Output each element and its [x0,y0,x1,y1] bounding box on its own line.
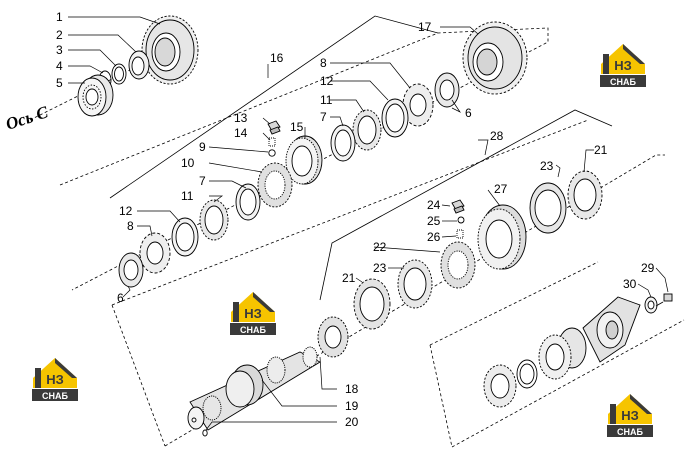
callout-27: 27 [494,182,508,196]
spring-part-14 [268,137,276,147]
callout-21-upper: 21 [594,143,608,157]
callout-14: 14 [234,126,248,140]
brand-logo-bottom-right: НЗ СНАБ [605,392,655,438]
callout-18: 18 [345,382,359,396]
ring-part-lower-right [516,359,538,389]
bottom-right-assembly [483,293,673,408]
brand-logo-left: НЗ СНАБ [30,356,80,402]
callout-15: 15 [290,120,304,134]
key-part-24 [451,199,465,214]
callout-10: 10 [181,156,195,170]
callout-5: 5 [56,76,63,90]
ring-part-23-upper [529,182,567,234]
callout-6-lower: 6 [117,291,124,305]
callout-6-upper: 6 [465,106,472,120]
hub-part-6-upper [434,72,460,108]
logo-mark: НЗ [621,408,639,423]
gear-part-1 [141,15,199,85]
callout-25: 25 [427,214,441,228]
callout-17: 17 [418,20,432,34]
logo-name: СНАБ [617,427,643,437]
callout-11-lower: 11 [181,189,194,203]
logo-name: СНАБ [42,391,68,401]
callout-16: 16 [270,51,284,65]
axis-c-label: Ось С [3,102,51,134]
callout-26: 26 [427,230,441,244]
logo-name: СНАБ [240,325,266,335]
pin-part-20 [202,429,208,437]
washer-part-30 [644,296,658,314]
callout-8-lower: 8 [127,219,134,233]
brand-logo-top-right: НЗ СНАБ [598,42,648,88]
callout-29: 29 [641,261,655,275]
ring-part-7-lower [235,183,261,221]
callout-13: 13 [234,111,248,125]
shaft-part-19 [187,346,321,431]
ball-part-25 [457,216,465,224]
callout-21-lower: 21 [342,271,356,285]
gear-part-17 [462,21,528,95]
brand-logo-center: НЗ СНАБ [228,290,278,336]
group-16-parts [118,21,528,288]
sleeve-part-27 [477,204,527,270]
ring-part-23-lower [397,259,433,309]
ball-part-9 [268,149,276,157]
ring-part-3 [111,63,127,85]
hub-part-22 [440,241,476,289]
callout-12-upper: 12 [320,74,334,88]
ring-part-12-lower [171,217,199,257]
logo-mark: НЗ [614,58,632,73]
key-part-13 [267,120,281,135]
callout-23-lower: 23 [373,261,387,275]
callout-1: 1 [56,10,63,24]
leader-lines [68,16,669,431]
logo-mark: НЗ [244,306,262,321]
gear-part-lower-right [483,364,517,408]
callout-23-upper: 23 [540,159,554,173]
callout-11-upper: 11 [320,93,333,107]
synchro-ring-part-11-lower [199,199,229,241]
axis-c-parts [77,15,199,117]
sprocket-part-8-lower [139,232,171,274]
callout-9: 9 [199,140,206,154]
callout-numbers: 1 2 3 4 5 6 6 7 7 8 8 9 10 11 11 12 12 1… [56,10,655,429]
logo-mark: НЗ [46,372,64,387]
logo-name: СНАБ [610,77,636,87]
gear-part-18 [317,316,349,358]
callout-12-lower: 12 [119,204,133,218]
hub-part-6-lower [118,252,144,288]
callout-8-upper: 8 [320,56,327,70]
ring-part-12-upper [381,98,409,138]
callout-2: 2 [56,28,63,42]
sleeve-part-15 [285,135,323,185]
callout-24: 24 [427,198,441,212]
bolt-part-29 [655,293,673,307]
group-28-parts [317,170,603,358]
washer-part-2 [128,50,150,80]
synchro-ring-part-21-upper [567,170,603,220]
callout-19: 19 [345,399,359,413]
hub-part-10 [257,162,293,208]
callout-22: 22 [373,240,387,254]
bearing-part-5 [77,74,114,117]
ring-part-7-upper [330,124,356,162]
callout-28: 28 [490,129,504,143]
spring-part-26 [456,229,464,239]
yoke-flange-part [582,296,641,363]
callout-7-upper: 7 [320,110,327,124]
callout-30: 30 [623,277,637,291]
callout-4: 4 [56,59,63,73]
callout-7-lower: 7 [199,174,206,188]
synchro-ring-part-21-lower [353,278,391,330]
bearing-part-lower [538,327,587,380]
callout-3: 3 [56,43,63,57]
callout-20: 20 [345,415,359,429]
synchro-ring-part-11-upper [352,109,382,151]
